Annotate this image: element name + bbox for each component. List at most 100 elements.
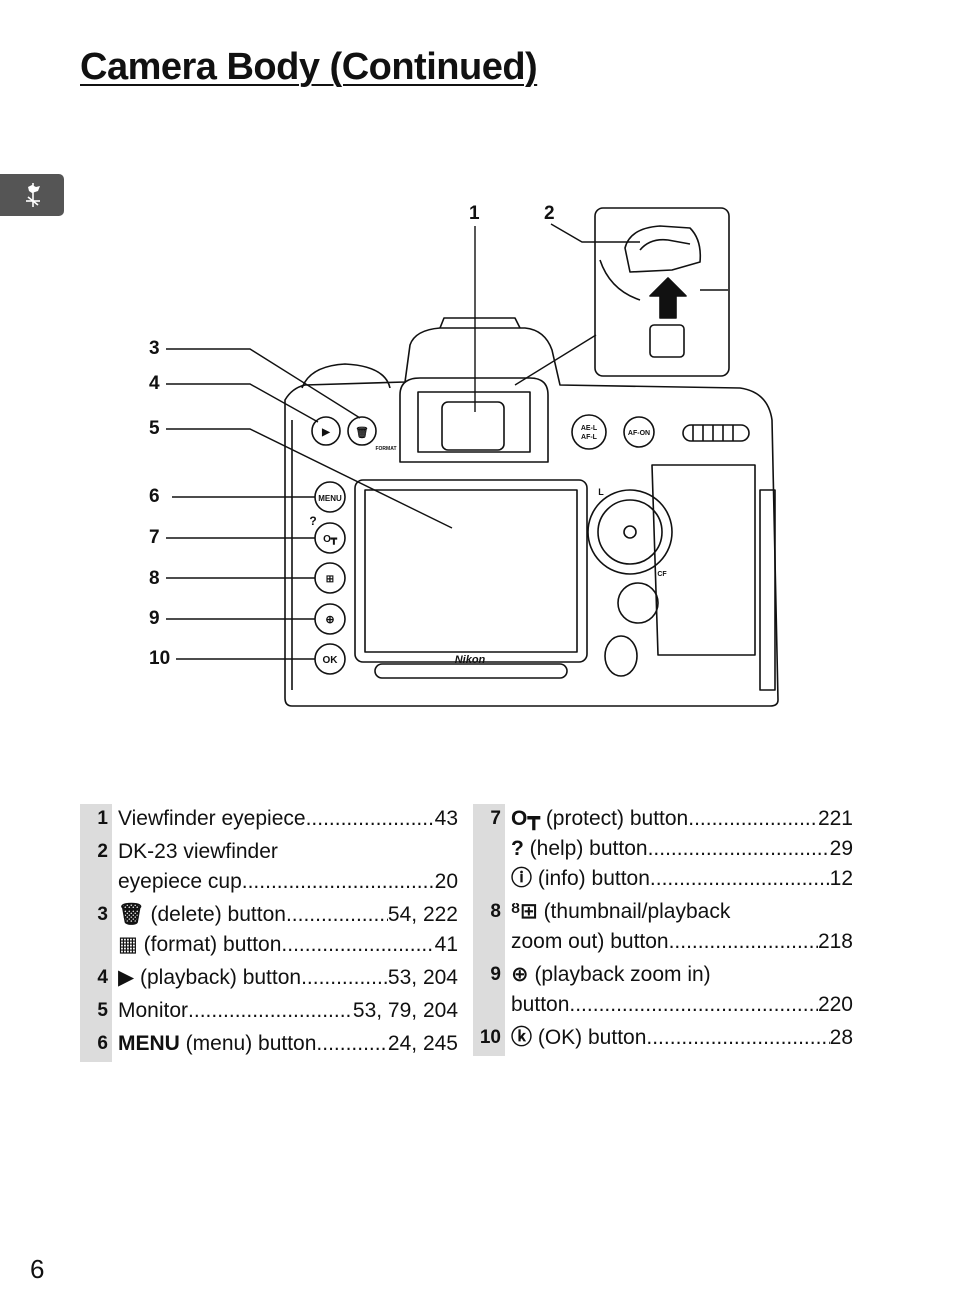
page-reference: 218 [817,930,853,953]
legend-line: MENU (menu) button24, 245 [118,1029,458,1059]
brand-logo: Nikon [455,654,486,666]
delete-button-shape [347,416,377,446]
legend-item-number: 10 [479,1027,501,1048]
leader-dots [648,834,830,864]
legend-line: Viewfinder eyepiece43 [118,804,458,834]
leader-dots [281,930,434,960]
legend-item: 10 ⓚ (OK) button28 [473,1023,853,1053]
legend-item: 7O┳ (protect) button221? (help) button29… [473,804,853,894]
leader-dots [669,927,818,957]
page-reference: 28 [829,1026,853,1049]
legend-number-column [473,804,505,1056]
legend-label: Monitor [118,999,189,1022]
legend-label: (playback zoom in) [528,963,711,986]
leader-dots [306,804,435,834]
leader-dots [569,990,818,1020]
legend-label: zoom out) button [511,930,669,953]
leader-3 [166,348,361,419]
playback-icon: ▶ [321,427,331,438]
legend-label: button [511,993,570,1016]
legend-item-number: 7 [490,808,501,829]
callout-9: 9 [149,608,160,629]
legend-label: DK-23 viewfinder [118,840,278,863]
leader-2-a [550,223,640,243]
leader-dots [688,804,818,834]
af-on-button-shape [623,416,655,448]
page-reference: 54, 222 [387,903,458,926]
legend-label: (thumbnail/playback [537,900,731,923]
legend-line: ▦ (format) button 41 [118,930,458,960]
lock-label: L [598,487,604,497]
button-symbol-icon: ▦ [118,933,138,956]
legend-item-number: 6 [97,1033,108,1054]
leader-dots [316,1029,388,1059]
button-symbol-icon: O┳ [511,807,540,830]
leader-dots [301,963,388,993]
legend-item: 9 ⊕ (playback zoom in) button 220 [473,960,853,1020]
legend-item-number: 2 [97,841,108,862]
legend-line: eyepiece cup 20 [118,867,458,897]
callout-2: 2 [544,203,555,224]
leader-2-b [514,334,597,386]
legend-line: ⓘ (info) button12 [511,864,853,894]
legend-label: eyepiece cup [118,870,242,893]
format-label: FORMAT [375,446,396,452]
cf-label: CF [657,571,667,578]
legend-line: ? (help) button29 [511,834,853,864]
legend-item-number: 9 [490,964,501,985]
callout-8: 8 [149,568,160,589]
button-symbol-icon: ⊕ [511,963,529,986]
legend-line: ▶ (playback) button53, 204 [118,963,458,993]
legend-line: ⓚ (OK) button28 [511,1023,853,1053]
callout-4: 4 [149,373,160,394]
leader-5 [166,428,453,529]
delete-icon: 🗑 [355,426,369,439]
afl-label: AF-L [581,434,598,441]
callout-5: 5 [149,418,160,439]
legend-item: 4 ▶ (playback) button53, 204 [80,963,458,993]
playback-button-shape [311,416,341,446]
callout-6: 6 [149,486,160,507]
leader-dots [650,864,830,894]
legend-line: ⊕ (playback zoom in) [511,960,853,990]
af-on-label: AF-ON [628,430,650,437]
legend-line: Monitor53, 79, 204 [118,996,458,1026]
legend-item: 5Monitor53, 79, 204 [80,996,458,1026]
page-title: Camera Body (Continued) [80,46,538,88]
legend-label: (help) button [523,837,648,860]
callout-1: 1 [469,203,480,224]
page-reference: 41 [434,933,458,956]
monitor [354,479,588,663]
legend-line: button 220 [511,990,853,1020]
legend-number-column [80,804,112,1062]
leader-dots [646,1023,829,1053]
protect-icon: O┳ [323,534,338,545]
page-reference: 29 [829,837,853,860]
help-icon: ? [309,514,316,528]
ok-label: OK [323,655,339,666]
page-reference: 220 [817,993,853,1016]
leader-4 [166,383,319,423]
legend-label: (format) button [137,933,282,956]
button-symbol-icon: MENU [118,1032,180,1055]
thumbnail-icon: ⊞ [326,574,334,585]
leader-dots [188,996,353,1026]
page-reference: 12 [829,867,853,890]
page-number: 6 [30,1254,45,1284]
multi-selector-shape [587,489,673,575]
ael-afl-button-shape [571,414,607,450]
callout-7: 7 [149,527,160,548]
legend-item: 6 MENU (menu) button24, 245 [80,1029,458,1059]
button-symbol-icon: ᴽ⊞ [511,900,538,923]
button-symbol-icon: ▶ [118,966,135,989]
callout-3: 3 [149,338,160,359]
legend-label: (info) button [532,867,650,890]
page-reference: 24, 245 [387,1032,458,1055]
legend-item-number: 4 [97,967,108,988]
chapter-tab [0,174,64,216]
page-reference: 20 [434,870,458,893]
page-reference: 53, 204 [387,966,458,989]
legend-line: DK-23 viewfinder [118,837,458,867]
